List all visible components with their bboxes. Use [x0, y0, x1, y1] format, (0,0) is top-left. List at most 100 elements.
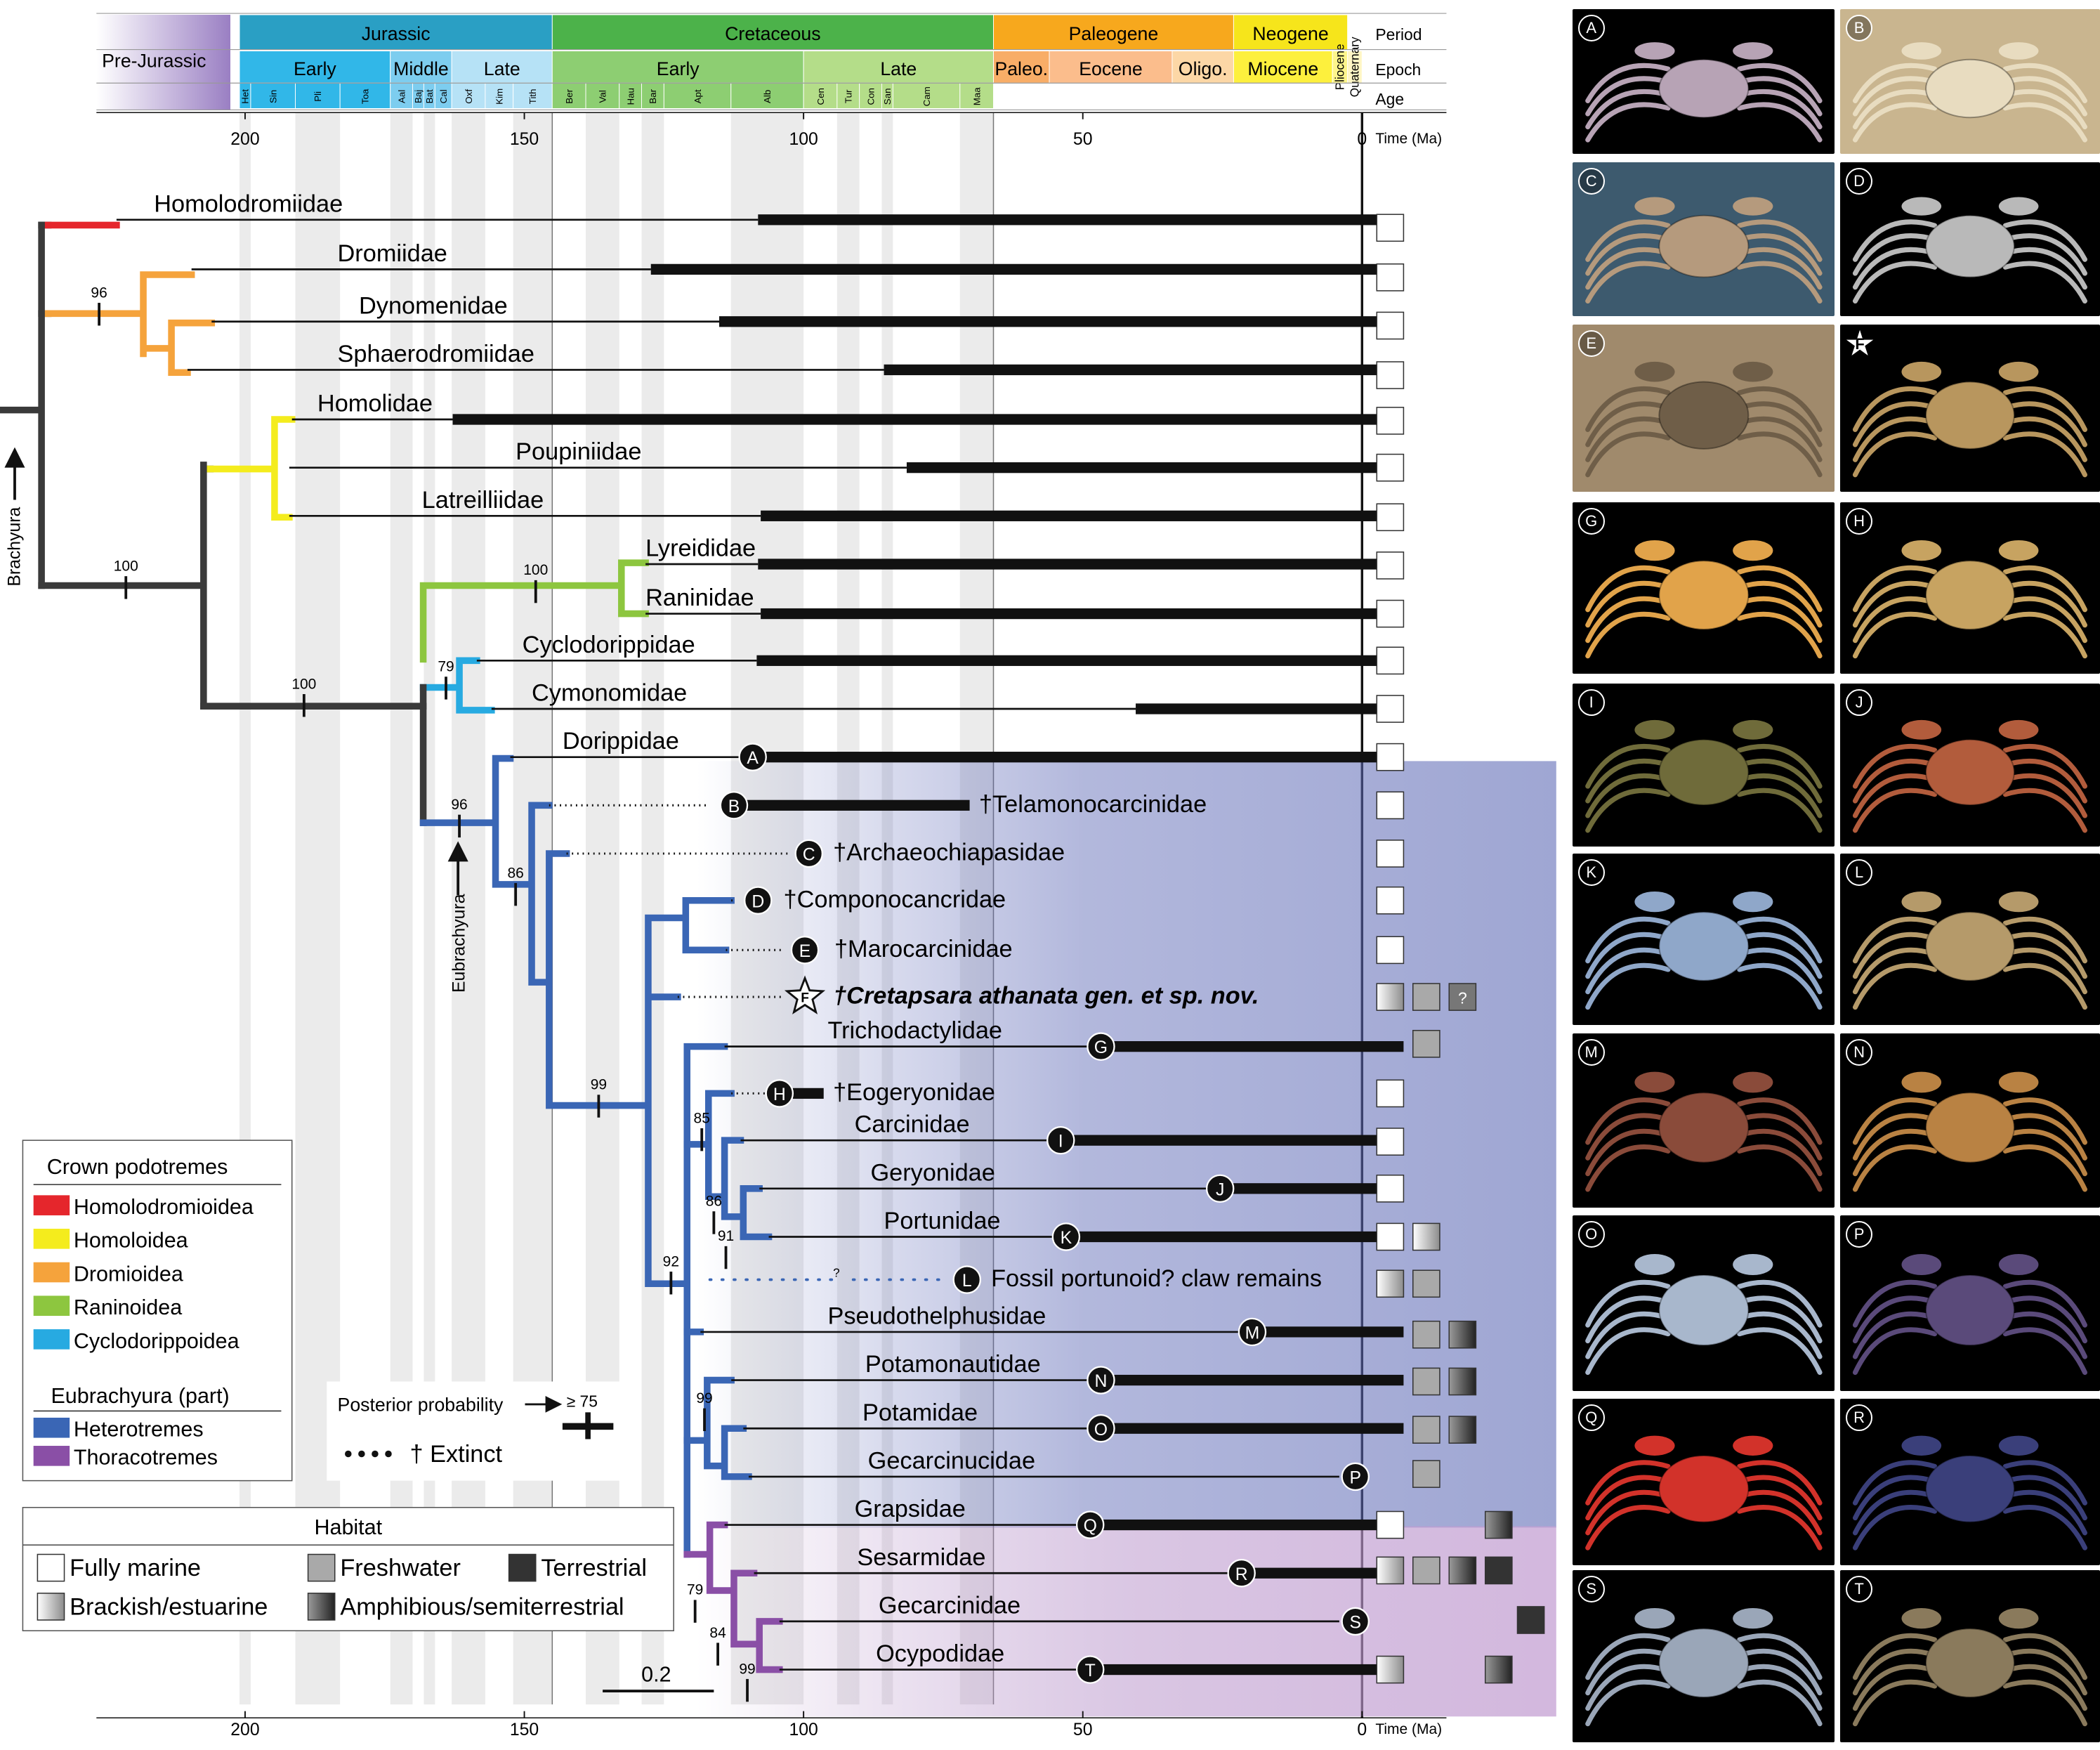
- habitat-fresh-box: [1412, 1460, 1441, 1488]
- taxon-label: Cyclodorippidae: [523, 632, 695, 658]
- photo-key-marker: [1238, 1317, 1267, 1347]
- uncertain-mark: ?: [833, 1266, 840, 1280]
- crown-podotremes-title: Crown podotremes: [47, 1155, 228, 1179]
- legend-label: Homoloidea: [74, 1229, 188, 1253]
- age-label: Val: [598, 90, 608, 103]
- photo-key-marker: [1205, 1174, 1235, 1203]
- age-label: Con: [865, 88, 876, 105]
- age-stripe: [641, 112, 664, 1705]
- epoch-band: [239, 51, 391, 84]
- habitat-marine-box: [1376, 214, 1405, 242]
- photo-letter: E: [1577, 329, 1605, 357]
- age-label: Cam: [921, 86, 932, 106]
- crab-illustration: [1584, 197, 1823, 303]
- taxon-label: Dorippidae: [563, 728, 679, 755]
- support-value: 79: [687, 1582, 703, 1598]
- taxon-label: Dromiidae: [338, 240, 447, 267]
- legend-label: Raninoidea: [74, 1295, 182, 1319]
- photo-key-letter: P: [1350, 1468, 1362, 1487]
- habitat-title: Habitat: [314, 1515, 382, 1539]
- support-value: 100: [291, 676, 316, 692]
- habitat-amph-box: [1448, 1367, 1477, 1396]
- period-label: Jurassic: [362, 23, 431, 44]
- crab-illustration: [1853, 197, 2088, 303]
- fossil-range-bar: [1102, 1041, 1404, 1052]
- photo-key-marker: [1046, 1125, 1075, 1155]
- period-label: Neogene: [1252, 23, 1328, 44]
- crab-illustration: [1584, 719, 1823, 833]
- crab-illustration: [1584, 1608, 1823, 1727]
- taxon-label: Grapsidae: [855, 1496, 966, 1522]
- photo-letter: R: [1846, 1404, 1873, 1432]
- age-band: [836, 82, 860, 109]
- habitat-fresh-box: [1412, 983, 1441, 1011]
- fossil-range-bar: [1067, 1231, 1404, 1243]
- axis-tick-label: 150: [510, 130, 539, 149]
- habitat-marine-box: [1376, 791, 1405, 820]
- habitat-fresh-box: [1412, 1416, 1441, 1444]
- period-label: Cretaceous: [725, 23, 820, 44]
- axis-tick-label: 100: [789, 1720, 818, 1739]
- habitat-brack-box: [1376, 1655, 1405, 1684]
- support-value: 86: [706, 1194, 722, 1210]
- taxon-label: †Telamonocarcinidae: [979, 791, 1207, 818]
- specimen-photo: A: [1572, 9, 1835, 155]
- taxon-label: Fossil portunoid? claw remains: [991, 1265, 1322, 1292]
- age-band: [859, 82, 882, 109]
- taxon-label: Pseudothelphusidae: [827, 1302, 1046, 1329]
- photo-key-marker: [1087, 1366, 1115, 1395]
- unknown-mark: ?: [1458, 989, 1467, 1007]
- habitat-marine-box: [1376, 695, 1405, 723]
- axis-tick-label: 50: [1073, 1720, 1093, 1739]
- support-value: 99: [591, 1077, 607, 1093]
- photo-key-marker: [790, 936, 820, 965]
- photo-letter: P: [1846, 1220, 1873, 1248]
- epoch-band: [1172, 51, 1234, 84]
- legend-label: Dromioidea: [74, 1262, 183, 1286]
- epoch-label: Quaternary: [1348, 37, 1362, 97]
- period-band: [993, 14, 1234, 51]
- habitat-fresh-box: [1412, 1029, 1441, 1058]
- age-band: [585, 82, 620, 109]
- legend-label: Heterotremes: [74, 1418, 204, 1442]
- period-label: Paleogene: [1069, 23, 1159, 44]
- photo-letter: Q: [1577, 1404, 1605, 1432]
- axis-tick-label: 150: [510, 1720, 539, 1739]
- brachyura-arrow: [4, 447, 25, 500]
- age-label: Maa: [971, 87, 982, 106]
- legend-label: Homolodromioidea: [74, 1195, 254, 1219]
- photo-key-letter: S: [1350, 1613, 1362, 1632]
- habitat-fresh-box: [1412, 1556, 1441, 1585]
- legend-swatch: [33, 1295, 70, 1317]
- photo-key-marker: [738, 743, 767, 771]
- habitat-legend-swatch: [37, 1593, 65, 1621]
- taxon-label: †Eogeryonidae: [833, 1079, 995, 1106]
- photo-key-marker: [1341, 1462, 1370, 1491]
- habitat-legend-label: Brackish/estuarine: [70, 1593, 268, 1620]
- habitat-marine-box: [1376, 936, 1405, 965]
- photo-key-letter: O: [1094, 1421, 1108, 1439]
- photo-key-letter: T: [1085, 1661, 1096, 1680]
- photo-key-letter: A: [747, 749, 759, 768]
- crab-illustration: [1584, 540, 1823, 659]
- axis-tick-label: 200: [230, 1720, 259, 1739]
- age-label: Pli: [313, 91, 323, 102]
- habitat-legend-swatch: [37, 1553, 65, 1582]
- habitat-marine-box: [1376, 1128, 1405, 1156]
- taxon-label: †Cretapsara athanata gen. et sp. nov.: [833, 983, 1259, 1010]
- photo-key-letter: M: [1245, 1324, 1260, 1343]
- taxon-label: Homolidae: [317, 391, 433, 417]
- epoch-band: [993, 51, 1050, 84]
- taxon-label: †Marocarcinidae: [834, 936, 1013, 962]
- photo-key-letter: H: [773, 1085, 786, 1104]
- fossil-range-bar: [1091, 1519, 1404, 1531]
- specimen-photo: H: [1840, 502, 2100, 674]
- specimen-photo: G: [1572, 502, 1835, 674]
- photo-letter: S: [1577, 1576, 1605, 1603]
- habitat-amph-box: [1484, 1655, 1513, 1684]
- photo-letter: I: [1577, 688, 1605, 716]
- taxon-label: Raninidae: [645, 585, 754, 611]
